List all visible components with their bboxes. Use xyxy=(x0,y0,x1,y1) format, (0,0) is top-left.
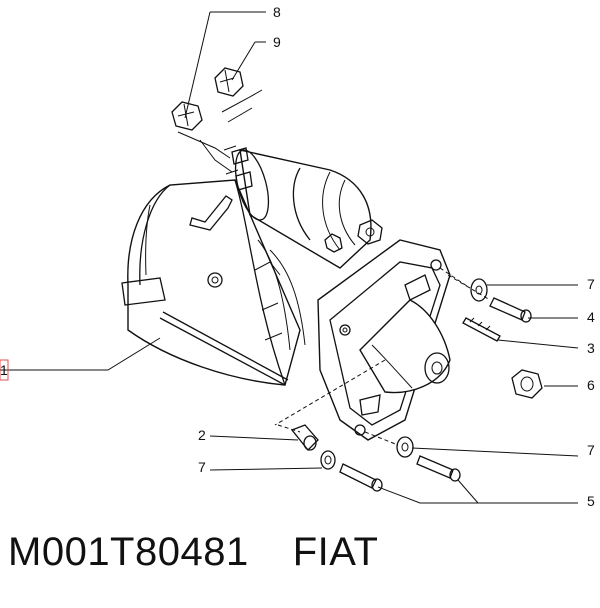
solenoid xyxy=(223,145,383,269)
bolts-5 xyxy=(339,455,461,492)
callout-6: 6 xyxy=(587,377,595,393)
washer-7-left xyxy=(320,450,336,470)
stud-3 xyxy=(462,317,501,342)
callout-5: 5 xyxy=(587,493,595,509)
part-number-caption: M001T80481 FIAT xyxy=(8,530,378,575)
starter-motor-body xyxy=(121,179,306,386)
nut-6 xyxy=(511,369,543,399)
callout-4: 4 xyxy=(587,309,595,325)
callout-numbers: 1 8 9 7 4 3 6 7 5 2 7 xyxy=(0,4,595,509)
brand-name: FIAT xyxy=(292,530,379,574)
callout-7-right: 7 xyxy=(587,442,595,458)
part-number: M001T80481 xyxy=(8,530,249,574)
callout-1: 1 xyxy=(0,362,8,378)
callout-7-left: 7 xyxy=(198,459,206,475)
washer-7-right xyxy=(396,436,414,458)
assembly-guide-lines xyxy=(274,267,491,446)
callout-1-box xyxy=(0,359,9,381)
callout-9: 9 xyxy=(273,34,281,50)
callout-8: 8 xyxy=(273,4,281,20)
leader-lines xyxy=(0,11,579,504)
starter-motor-exploded-diagram: 1 8 9 7 4 3 6 7 5 2 7 xyxy=(0,4,595,509)
bushing-2 xyxy=(290,424,319,451)
callout-2: 2 xyxy=(198,427,206,443)
drive-end-housing xyxy=(317,239,451,441)
nut-8 xyxy=(171,101,203,131)
nut-9 xyxy=(214,67,244,97)
terminal-bracket-lines xyxy=(177,89,263,173)
callout-3: 3 xyxy=(587,340,595,356)
callout-7-top: 7 xyxy=(587,276,595,292)
bolt-4 xyxy=(489,297,532,323)
